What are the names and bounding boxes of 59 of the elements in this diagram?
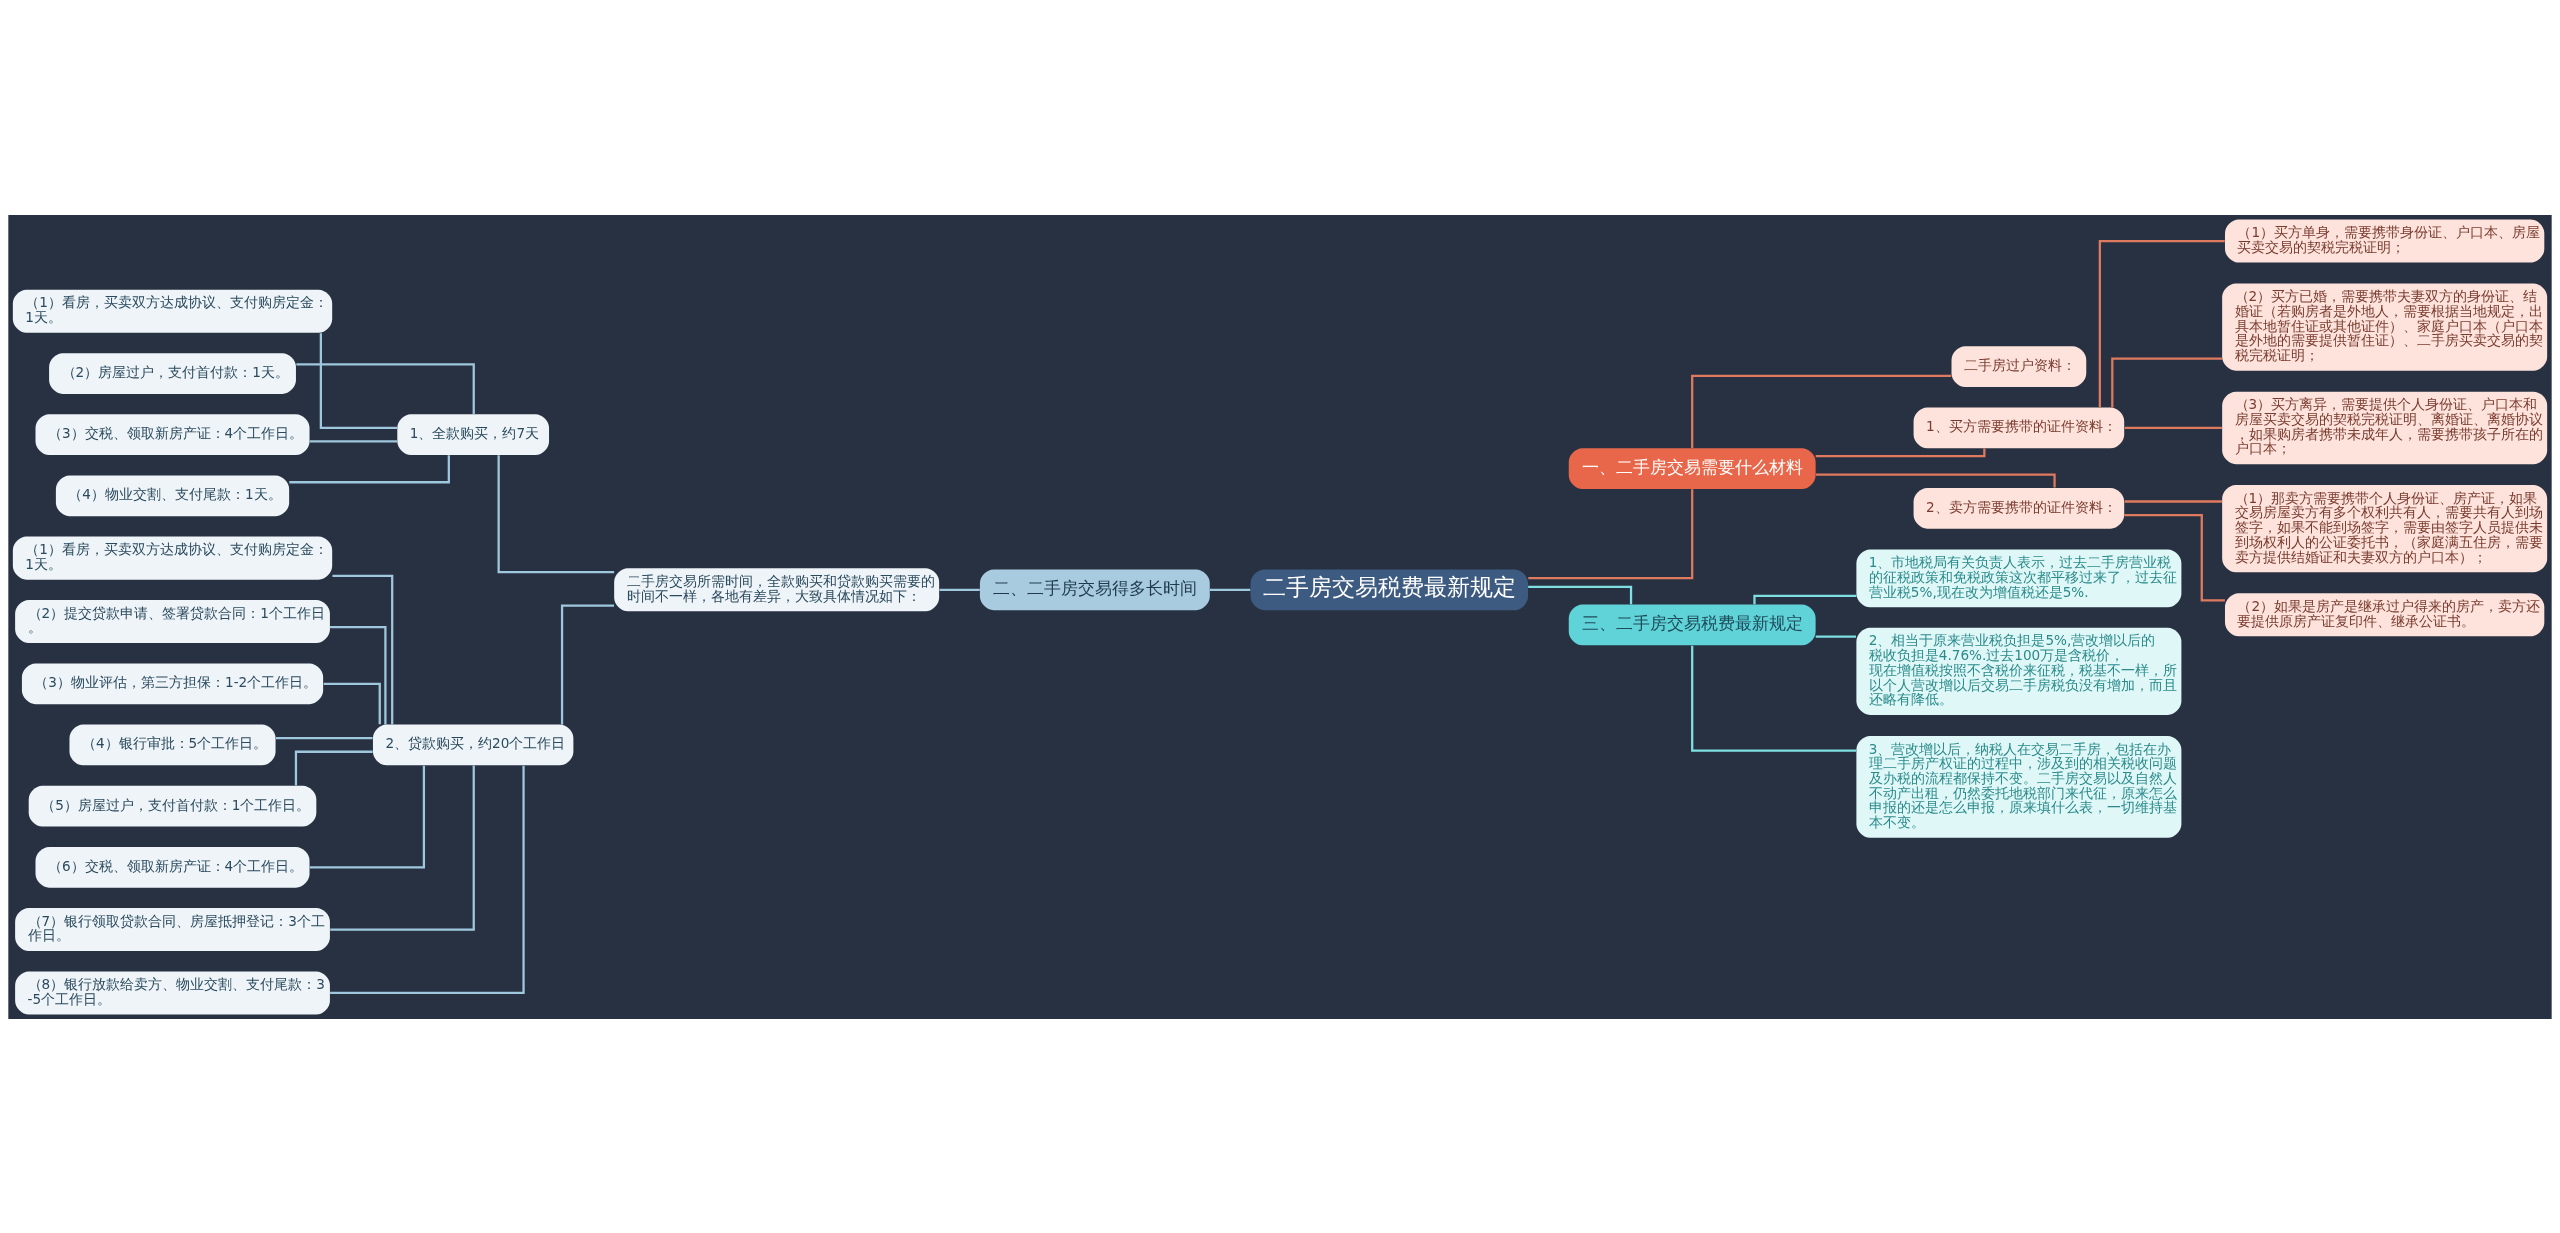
connector: [289, 454, 450, 483]
connector: [1528, 488, 1694, 579]
node-box: 二手房交易税费最新规定: [1250, 568, 1528, 610]
connector: [309, 765, 426, 868]
node-box: （2）房屋过户，支付首付款：1天。: [49, 352, 296, 394]
node-box: （7）银行领取贷款合同、房屋抵押登记：3个工作日。: [15, 907, 330, 951]
connector: [309, 439, 398, 443]
node-box: 1、买方需要携带的证件资料：: [1913, 407, 2125, 448]
node-box: （2）买方已婚，需要携带夫妻双方的身份证、结婚证（若购房者是外地人，需要根据当地规定，出具本地暂住证或其他证件）、家庭户口本（户口本是外地的需要提供暂住证）、二手房买卖交易的契税完税证明；: [2222, 283, 2548, 371]
node-box: 3、营改增以后，纳税人在交易二手房，包括在办理二手房产权证的过程中，涉及到的相关税收问题及办税的流程都保持不变。二手房交易以及自然人不动产出租，仍然委托地税部门来代征，原来怎么申报的还是怎么申报，原来填什么表，一切维持基本不变。: [1856, 735, 2182, 838]
connector: [1691, 374, 1952, 448]
node-box: 二手房过户资料：: [1951, 345, 2087, 387]
node-box: （2）如果是房产是继承过户得来的房产，卖方还要提供原房产证复印件、继承公证书。: [2225, 592, 2545, 636]
connector: [330, 765, 525, 994]
connector: [1209, 588, 1251, 591]
connector: [332, 574, 394, 725]
node-box: （1）看房，买卖双方达成协议、支付购房定金：1天。: [12, 289, 333, 333]
node-box: （3）物业评估，第三方担保：1-2个工作日。: [21, 662, 324, 704]
connector: [497, 454, 615, 573]
node-box: 2、卖方需要携带的证件资料：: [1913, 487, 2125, 529]
node-box: （1）买方单身，需要携带身份证、户口本、房屋买卖交易的契税完税证明；: [2225, 219, 2545, 263]
connector: [319, 332, 397, 429]
connector: [330, 764, 475, 931]
node-box: （4）物业交割、支付尾款：1天。: [55, 474, 290, 516]
connector: [2124, 499, 2222, 503]
connector: [1815, 634, 1856, 638]
node-box: 2、相当于原来营业税负担是5%,营改增以后的税收负担是4.76%.过去100万是含税价，现在增值税按照不含税价来征税，税基不一样，所以个人营改增以后交易二手房税负没有增加，而且还略有降低。: [1856, 627, 2182, 715]
node-box: 二、二手房交易得多长时间: [979, 568, 1210, 610]
connector: [323, 682, 381, 724]
connector: [296, 362, 475, 414]
node-box: 一、二手房交易需要什么材料: [1568, 447, 1816, 489]
connector: [2124, 426, 2222, 429]
node-box: 1、市地税局有关负责人表示，过去二手房营业税的征税政策和免税政策这次都平移过来了，过去征营业税5%,现在改为增值税还是5%.: [1856, 549, 2182, 607]
node-box: （8）银行放款给卖方、物业交割、支付尾款：3-5个工作日。: [15, 970, 330, 1014]
node-box: （1）看房，买卖双方达成协议、支付购房定金：1天。: [12, 536, 333, 580]
node-box: （6）交税、领取新房产证：4个工作日。: [35, 846, 310, 888]
connector: [294, 750, 373, 786]
connector: [276, 736, 373, 739]
connector: [1528, 585, 1633, 604]
node-box: 1、全款购买，约7天: [397, 413, 550, 455]
node-box: （3）买方离异，需要提供个人身份证、户口本和房屋买卖交易的契税完税证明、离婚证、离婚协议，如果购房者携带未成年人，需要携带孩子所在的户口本；: [2222, 391, 2548, 464]
connector: [1815, 447, 1986, 457]
node-box: （2）提交贷款申请、签署贷款合同：1个工作日。: [15, 599, 330, 643]
node-box: （5）房屋过户，支付首付款：1个工作日。: [28, 785, 317, 826]
connector: [330, 625, 387, 724]
node-box: （4）银行审批：5个工作日。: [69, 724, 276, 765]
connector: [560, 604, 614, 724]
connector: [1815, 472, 2056, 488]
node-box: 二手房交易所需时间，全款购买和贷款购买需要的时间不一样，各地有差异，大致具体情况如下：: [614, 567, 940, 611]
node-box: （3）交税、领取新房产证：4个工作日。: [35, 413, 310, 455]
node-box: （1）那卖方需要携带个人身份证、房产证，如果交易房屋卖方有多个权利共有人，需要共有人到场签字，如果不能到场签字，需要由签字人员提供未到场权利人的公证委托书，（家庭满五住房，需要卖方提供结婚证和夫妻双方的户口本）；: [2222, 484, 2548, 572]
connector: [2124, 513, 2225, 601]
node-box: 2、贷款购买，约20个工作日: [372, 724, 574, 765]
connector: [1691, 645, 1856, 752]
connector: [939, 588, 980, 591]
connector: [2098, 239, 2225, 407]
connector: [1753, 594, 1857, 604]
node-box: 三、二手房交易税费最新规定: [1568, 604, 1816, 645]
connector: [2111, 356, 2222, 407]
